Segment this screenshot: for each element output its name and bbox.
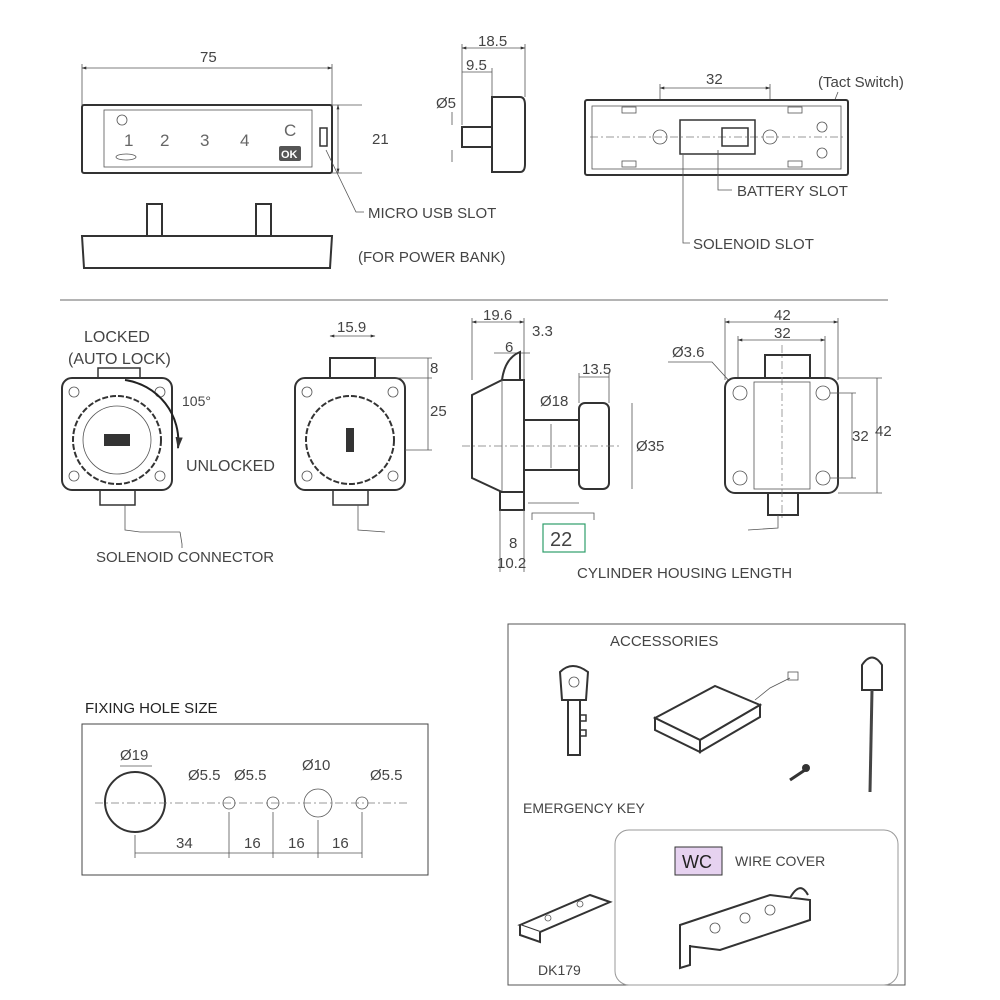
dim-32-side: 32 (852, 428, 869, 445)
spacing-34: 34 (176, 835, 193, 852)
key-ok[interactable]: OK (281, 149, 298, 161)
emergency-key-icon (558, 665, 590, 756)
solenoid-slot-label: SOLENOID SLOT (693, 236, 814, 253)
dim-13-5: 13.5 (582, 361, 611, 378)
hole-label-5-5-c: Ø5.5 (370, 767, 403, 784)
screw-icon (789, 764, 810, 782)
dim-9-5: 9.5 (466, 57, 487, 74)
dim-knob-dia: Ø35 (636, 438, 664, 455)
key-2[interactable]: 2 (160, 131, 169, 150)
dim-21: 21 (372, 131, 389, 148)
dim-10-2: 10.2 (497, 555, 526, 572)
dim-22: 22 (550, 529, 572, 551)
accessories-panel: ACCESSORIES EMERGENCY KEY WC WIRE COVER … (507, 623, 906, 986)
dim-42-side: 42 (875, 423, 892, 440)
dim-32: 32 (706, 71, 723, 88)
dim-42-top: 42 (774, 307, 791, 324)
auto-lock-label: (AUTO LOCK) (68, 351, 171, 368)
dim-shaft-dia: Ø5 (436, 95, 456, 112)
key-tool-icon (861, 656, 883, 793)
key-3[interactable]: 3 (200, 131, 209, 150)
fixing-hole-panel: FIXING HOLE SIZE Ø19 Ø5.5 Ø5.5 Ø10 Ø5.5 … (81, 700, 429, 876)
angle-105: 105° (182, 393, 211, 409)
key-1[interactable]: 1 (124, 131, 133, 150)
battery-slot-label: BATTERY SLOT (737, 183, 848, 200)
keypad-back-view: 32 (Tact Switch) BATTERY SLOT SOLENOID S… (584, 71, 904, 253)
spacing-16-b: 16 (288, 835, 305, 852)
lock-rear-view: 42 32 Ø3.6 32 42 (668, 307, 892, 531)
dim-8-bottom: 8 (509, 535, 517, 552)
hole-label-5-5-a: Ø5.5 (188, 767, 221, 784)
power-bank-label: (FOR POWER BANK) (358, 249, 506, 266)
keypad-front-view: 75 21 1 2 3 4 C OK MICRO USB SLOT (FOR P… (80, 49, 506, 269)
cylinder-housing-label: CYLINDER HOUSING LENGTH (577, 565, 792, 582)
solenoid-connector-label: SOLENOID CONNECTOR (96, 549, 274, 566)
locked-label: LOCKED (84, 329, 150, 346)
dim-8: 8 (430, 360, 438, 377)
dk179-label: DK179 (538, 962, 581, 978)
accessories-title: ACCESSORIES (610, 633, 718, 650)
dim-32-top: 32 (774, 325, 791, 342)
dim-75: 75 (200, 49, 217, 66)
micro-usb-label: MICRO USB SLOT (368, 205, 496, 222)
hole-label-19: Ø19 (120, 747, 148, 764)
micro-usb-slot (319, 127, 328, 147)
fixing-hole-title: FIXING HOLE SIZE (85, 700, 218, 717)
lock-front-view-locked: LOCKED (AUTO LOCK) 105° UNLOCKED SOLENOI… (61, 329, 275, 566)
dim-19-6: 19.6 (483, 307, 512, 324)
dk179-bracket-icon (517, 893, 613, 944)
dim-cyl-dia: Ø18 (540, 393, 568, 410)
cylinder-length-box (542, 523, 586, 553)
dim-15-9: 15.9 (337, 319, 366, 336)
wc-badge-text: WC (682, 852, 712, 872)
dim-3-3: 3.3 (532, 323, 553, 340)
keypad-side-view: 18.5 9.5 Ø5 (436, 33, 526, 173)
emergency-key-label: EMERGENCY KEY (523, 800, 646, 816)
dim-hole-dia: Ø3.6 (672, 344, 705, 361)
dim-18-5: 18.5 (478, 33, 507, 50)
key-c[interactable]: C (284, 121, 296, 140)
wire-cover-icon (679, 887, 811, 970)
dim-25: 25 (430, 403, 447, 420)
logo-icon (116, 114, 128, 126)
dim-6: 6 (505, 339, 513, 356)
spacing-16-a: 16 (244, 835, 261, 852)
hole-label-5-5-b: Ø5.5 (234, 767, 267, 784)
wc-badge (674, 846, 723, 876)
unlocked-label: UNLOCKED (186, 458, 275, 475)
hole-label-10: Ø10 (302, 757, 330, 774)
spacing-16-c: 16 (332, 835, 349, 852)
power-bank-icon (652, 671, 799, 754)
wire-cover-label: WIRE COVER (735, 853, 825, 869)
tact-switch-label: (Tact Switch) (818, 74, 904, 91)
lock-side-view: 19.6 3.3 6 Ø18 13.5 Ø35 22 8 10.2 CYLIND… (462, 307, 792, 582)
lock-front-view-unlocked: 15.9 8 25 (294, 319, 447, 533)
key-4[interactable]: 4 (240, 131, 249, 150)
